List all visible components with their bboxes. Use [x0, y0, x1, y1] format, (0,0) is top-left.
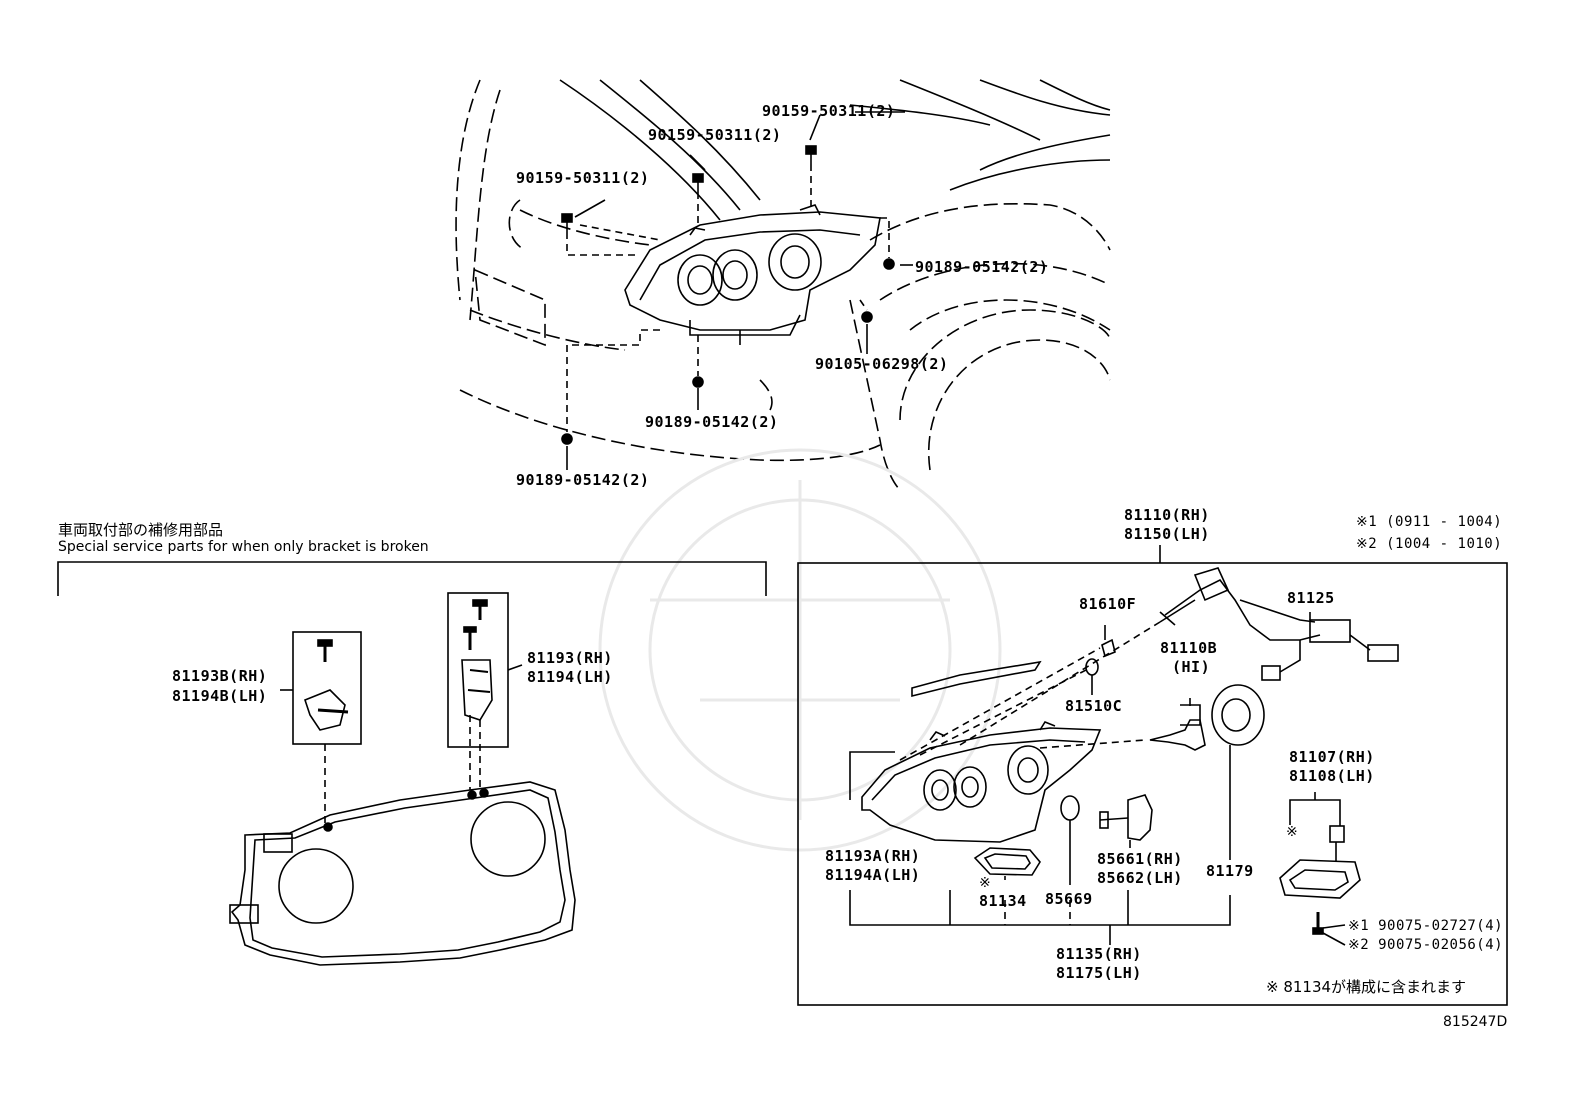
- kit-box: [447, 592, 523, 748]
- gasket-81134: [973, 847, 1041, 876]
- bulb-81610f: [1101, 638, 1116, 658]
- left-dashed-guides: [324, 715, 481, 825]
- top-fasteners: [561, 145, 895, 445]
- diagram-id: 815247D: [1443, 1014, 1508, 1030]
- right-headlamp-assembly: [861, 721, 1102, 843]
- ballast-81107: [1279, 825, 1361, 935]
- label-81610f: 81610F: [1079, 595, 1137, 613]
- label-81194a: 81194A(LH): [825, 866, 921, 884]
- label-housing-rh: 81135(RH): [1056, 945, 1142, 963]
- label-screw-s1: ※1 90075-02727(4): [1348, 918, 1504, 934]
- label-85662: 85662(LH): [1097, 869, 1183, 887]
- label-81110b: 81110B: [1160, 639, 1218, 657]
- kit-b-box: [280, 631, 362, 745]
- label-bolt-a-3: 90159-50311(2): [762, 102, 896, 120]
- clip-icon: [561, 433, 573, 445]
- label-kit-lh: 81194(LH): [527, 668, 613, 686]
- clip-icon: [861, 311, 873, 323]
- label-housing-lh: 81175(LH): [1056, 964, 1142, 982]
- label-81110b-hi: (HI): [1172, 658, 1211, 676]
- watermark-crest: [598, 448, 1002, 852]
- label-kit-b-rh: 81193B(RH): [172, 667, 268, 685]
- bolt-icon: [692, 173, 704, 192]
- label-81108: 81108(LH): [1289, 767, 1375, 785]
- label-screw-c: 90105-06298(2): [815, 355, 949, 373]
- label-81193a: 81193A(RH): [825, 847, 921, 865]
- label-81179: 81179: [1206, 862, 1254, 880]
- top-leader-lines: [566, 111, 913, 470]
- bolt-icon: [561, 213, 573, 232]
- bulb-81110b: [1149, 704, 1206, 751]
- right-leader-lines: [849, 625, 1346, 946]
- bolt-icon: [805, 145, 817, 164]
- label-81510c: 81510C: [1065, 697, 1123, 715]
- label-kit-rh: 81193(RH): [527, 649, 613, 667]
- label-note-2: ※2 (1004 - 1010): [1356, 536, 1503, 552]
- label-85669: 85669: [1045, 890, 1093, 908]
- left-section-bracket: [57, 561, 767, 596]
- label-clip-b-1: 90189-05142(2): [915, 258, 1049, 276]
- right-dashed-vertical: [1004, 900, 1071, 925]
- label-ballast-mark: ※: [1286, 824, 1299, 840]
- left-heading-en: Special service parts for when only brac…: [58, 539, 429, 555]
- label-85661: 85661(RH): [1097, 850, 1183, 868]
- top-headlamp-assembly: [624, 204, 881, 345]
- clip-icon: [692, 376, 704, 388]
- right-section-frame: [797, 545, 1508, 1006]
- vehicle-front-outline: [455, 79, 1111, 491]
- label-screw-s2: ※2 90075-02056(4): [1348, 937, 1504, 953]
- top-dashed-guides: [566, 164, 890, 432]
- label-assy-lh: 81150(LH): [1124, 525, 1210, 543]
- label-footnote: ※ 81134が構成に含まれます: [1266, 978, 1467, 996]
- left-heading-jp: 車両取付部の補修用部品: [58, 521, 224, 539]
- wiring-harness-81125: [1159, 567, 1399, 681]
- label-kit-b-lh: 81194B(LH): [172, 687, 268, 705]
- label-note-1: ※1 (0911 - 1004): [1356, 514, 1503, 530]
- label-bolt-a-2: 90159-50311(2): [648, 126, 782, 144]
- label-assy-rh: 81110(RH): [1124, 506, 1210, 524]
- label-81125: 81125: [1287, 589, 1335, 607]
- ring-85669: [1060, 795, 1080, 821]
- bulb-85661: [1099, 794, 1153, 841]
- label-bolt-a-1: 90159-50311(2): [516, 169, 650, 187]
- trim-strip: [911, 660, 1042, 698]
- label-clip-b-2: 90189-05142(2): [645, 413, 779, 431]
- label-81107: 81107(RH): [1289, 748, 1375, 766]
- dust-cover-81179: [1211, 684, 1265, 746]
- label-81134-mark: ※: [979, 875, 992, 891]
- vehicle-hood-lines: [559, 79, 1111, 221]
- clip-icon: [883, 258, 895, 270]
- label-clip-b-3: 90189-05142(2): [516, 471, 650, 489]
- left-housing-outline: [229, 781, 576, 966]
- label-81134: 81134: [979, 892, 1027, 910]
- right-dashed-guides: [899, 621, 1161, 761]
